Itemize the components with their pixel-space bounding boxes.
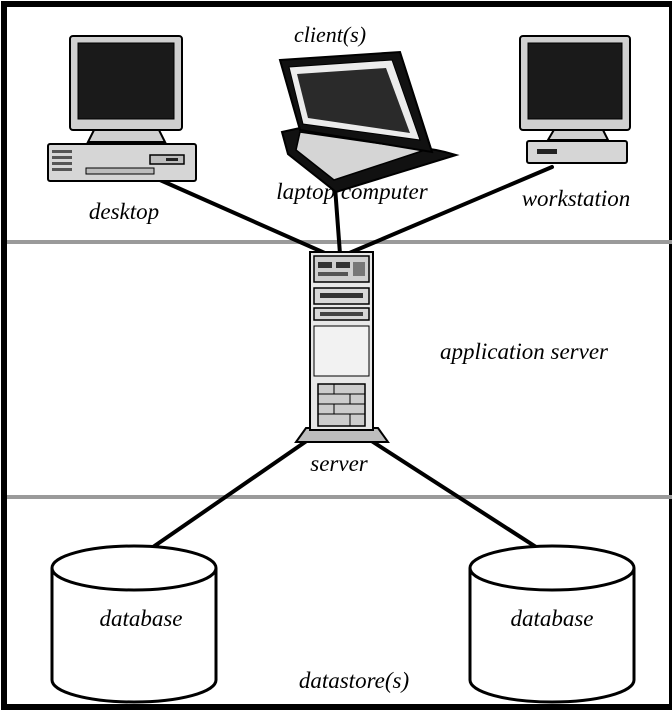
tier-label-datastores: datastore(s) bbox=[299, 668, 409, 693]
node-label-workstation: workstation bbox=[522, 186, 631, 211]
node-label-database-left: database bbox=[99, 606, 182, 631]
node-label-server: server bbox=[310, 451, 369, 476]
tier-label-clients: client(s) bbox=[294, 22, 366, 47]
desktop-icon bbox=[47, 35, 197, 182]
server-icon bbox=[294, 251, 390, 443]
node-label-laptop: laptop computer bbox=[276, 179, 428, 204]
tier-label-application: application server bbox=[440, 339, 609, 364]
edge-desktop-server bbox=[158, 178, 329, 256]
workstation-icon bbox=[519, 35, 631, 164]
laptop-icon bbox=[278, 50, 460, 194]
database-right-icon bbox=[468, 544, 636, 704]
node-label-desktop: desktop bbox=[89, 199, 159, 224]
connections bbox=[138, 158, 554, 558]
edge-workstation-server bbox=[345, 165, 554, 256]
edge-server-database-right bbox=[368, 438, 552, 558]
edge-server-database-left bbox=[138, 438, 310, 558]
database-left-icon bbox=[50, 544, 218, 704]
node-label-database-right: database bbox=[510, 606, 593, 631]
